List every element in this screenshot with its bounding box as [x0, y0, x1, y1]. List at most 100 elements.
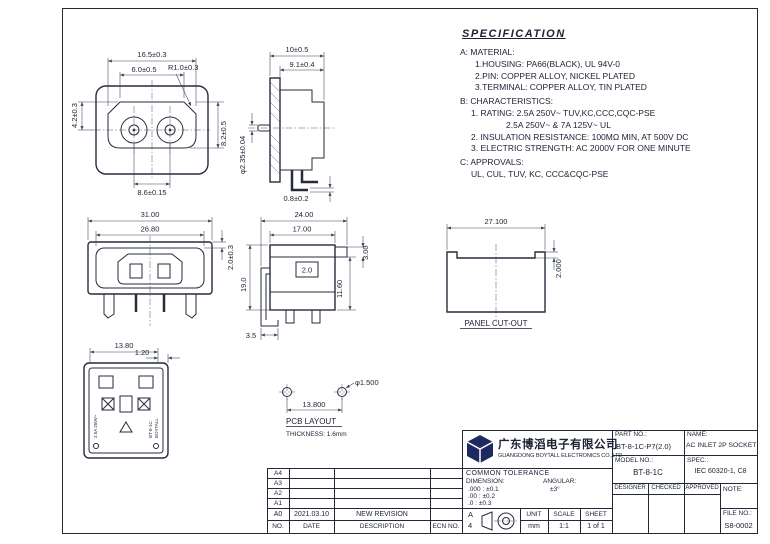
tolerance-row: .00 : ±0.2	[468, 492, 496, 500]
spec-line: 1.HOUSING: PA66(BLACK), UL 94V-0	[475, 58, 621, 69]
view-caption: PANEL CUT-OUT	[464, 319, 527, 328]
company-name-cn: 广东博滔电子有限公司	[498, 439, 618, 451]
rev-header-date: DATE	[303, 523, 320, 530]
rev-header-description: DESCRIPTION	[359, 523, 405, 530]
spec-line: 3. ELECTRIC STRENGTH: AC 2000V FOR ONE M…	[471, 143, 691, 154]
dim-label: φ1.500	[355, 378, 379, 387]
spec-value: IEC 60320-1, C8	[694, 468, 747, 475]
view-bottom: 2.5A 250V~ BT-8-1C BOYTALL 13.80 1.20	[66, 336, 192, 473]
titleblock-line	[684, 430, 685, 533]
titleblock-line	[462, 430, 757, 431]
view-panel-cutout: 27.100 2.000 PANEL CUT-OUT	[432, 214, 563, 339]
part-no-value: BT-8-1C-P7(2.0)	[616, 442, 672, 451]
body-outline	[260, 244, 348, 327]
titleblock-line	[267, 520, 462, 521]
dim-label: 6.0±0.5	[132, 65, 157, 74]
titleblock-line	[720, 508, 757, 509]
dim-label: 9.1±0.4	[290, 60, 315, 69]
dimension-lines	[286, 382, 355, 413]
designer-label: DESIGNER	[614, 485, 646, 491]
name-label: NAME:	[687, 431, 708, 438]
spec-line: A: MATERIAL:	[460, 47, 515, 57]
file-no-value: S8-0002	[724, 521, 753, 530]
part-no-label: PART NO.:	[615, 431, 647, 438]
dimension-lines	[87, 217, 226, 260]
file-no-label: FILE NO.:	[723, 510, 752, 517]
rev-row-label: A4	[274, 470, 282, 477]
company-logo	[466, 434, 494, 469]
dim-label: φ2.35±0.04	[240, 136, 247, 174]
titleblock-line	[267, 468, 612, 469]
titleblock-line	[520, 508, 521, 533]
titleblock-line	[580, 508, 581, 533]
note-label: NOTE:	[723, 486, 743, 493]
spec-line: B: CHARACTERISTICS:	[460, 96, 554, 107]
titleblock-line	[334, 468, 335, 533]
dim-label: 8.6±0.15	[137, 188, 166, 197]
view-caption: PCB LAYOUT	[286, 417, 336, 426]
model-mark: BT-8-1C	[148, 420, 153, 438]
socket-section-outline	[257, 77, 325, 192]
model-no-value: BT-8-1C	[633, 468, 663, 477]
dimension-lines	[78, 58, 224, 188]
rev-row-label: A3	[274, 480, 282, 487]
dim-label: 16.5±0.3	[137, 50, 166, 59]
dim-label: 2.000	[554, 259, 562, 278]
rev-row-label: A0	[273, 511, 283, 518]
titleblock-line	[520, 520, 612, 521]
spec-line: 2.PIN: COPPER ALLOY, NICKEL PLATED	[475, 70, 635, 81]
unit-label: UNIT	[526, 511, 542, 518]
view-side-full: 2.0 24.00 17	[238, 208, 372, 353]
dim-label: 3.00	[361, 245, 370, 260]
pcb-holes	[279, 384, 350, 400]
bottom-outline	[83, 362, 169, 459]
dim-label: 17.00	[293, 225, 312, 234]
section-hatching	[269, 81, 281, 175]
spec-line: C: APPROVALS:	[460, 157, 524, 168]
dim-label: 24.00	[295, 210, 314, 219]
thickness-note: THICKNESS: 1.6mm	[286, 431, 347, 438]
brand-mark: BOYTALL	[154, 418, 159, 438]
dim-label: 3.5	[246, 331, 256, 340]
rating-mark: 2.5A 250V~	[93, 414, 98, 438]
spec-label: SPEC.:	[687, 457, 709, 464]
paper-size-letter: A	[468, 510, 474, 519]
spec-line: 2. INSULATION RESISTANCE: 100MΩ MIN, AT …	[471, 131, 689, 142]
rev-row-label: A1	[274, 500, 282, 507]
company-name-en: GUANGDONG BOYTALL ELECTRONICS CO.,LTD	[498, 453, 623, 459]
name-value: AC INLET 2P SOCKET	[686, 442, 757, 449]
rev-header-ecn: ECN NO.	[432, 523, 460, 530]
dim-label: 0.8±0.2	[284, 194, 309, 203]
titleblock-line	[289, 468, 290, 533]
view-side-section: 10±0.5 9.1±0.4 φ2.35±0.04 0.8±0.2	[238, 42, 364, 209]
unit-value: mm	[528, 523, 540, 530]
titleblock-line	[430, 468, 431, 533]
spec-line: 1. RATING: 2.5A 250V~ TUV,KC,CCC,CQC-PSE	[471, 107, 656, 118]
dim-label: 11.60	[335, 280, 344, 298]
sheet-label: SHEET	[585, 511, 607, 518]
view-front-full: 31.00 26.80 2.0±0.3	[66, 208, 238, 335]
dim-label: 27.100	[485, 217, 508, 226]
dim-label: R1.0±0.3	[168, 63, 198, 72]
dim-label: 4.2±0.3	[70, 103, 79, 128]
dimension-lines	[249, 52, 334, 202]
angular-value: ±3°	[550, 485, 560, 493]
dim-label: 13.80	[115, 341, 134, 350]
view-front-detail: 16.5±0.3 6.0±0.5 R1.0±0.3 4.2±0.3 8.2±0.…	[68, 48, 236, 205]
sheet-value: 1 of 1	[587, 523, 605, 530]
dimension-label: DIMENSION:	[466, 478, 505, 485]
dim-label: 8.2±0.5	[219, 121, 228, 146]
dim-label: 1.20	[135, 348, 150, 357]
titleblock-line	[267, 468, 268, 533]
checked-label: CHECKED	[651, 485, 681, 491]
scale-label: SCALE	[553, 511, 575, 518]
titleblock-line	[648, 483, 649, 533]
spec-line: 3.TERMINAL: COPPER ALLOY, TIN PLATED	[475, 82, 647, 93]
rev-date: 2021.03.10	[293, 511, 330, 518]
titleblock-line	[267, 478, 462, 479]
rev-header-no: NO.	[272, 523, 284, 530]
dimension-lines	[246, 217, 366, 340]
approved-label: APPROVED	[685, 485, 719, 491]
specification-block: SPECIFICATION A: MATERIAL: 1.HOUSING: PA…	[460, 28, 758, 181]
scale-value: 1:1	[559, 523, 569, 530]
